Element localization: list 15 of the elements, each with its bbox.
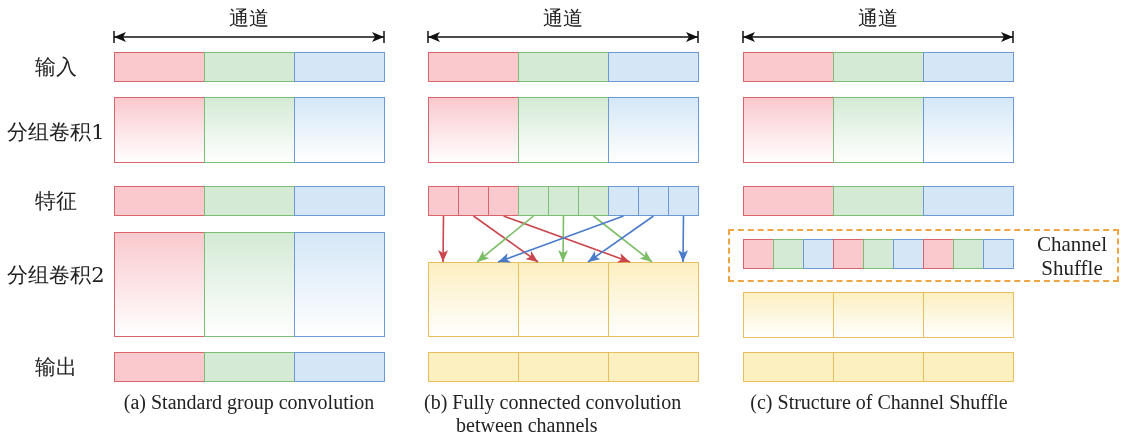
row-label: 特征 [34, 188, 78, 214]
arrow [558, 215, 569, 263]
dimension-label: 通道 [228, 6, 270, 30]
dimension-label: 通道 [857, 6, 899, 30]
arrow [678, 215, 689, 263]
dimension-label: 通道 [542, 6, 584, 30]
caption: (a) Standard group convolution [122, 391, 376, 414]
caption: (b) Fully connected convolution between channels [424, 391, 683, 432]
row-label: 分组卷积1 [6, 119, 106, 145]
row-label: 分组卷积2 [6, 262, 106, 288]
caption: (c) Structure of Channel Shuffle [749, 391, 1009, 414]
group-label: Channel Shuffle [1036, 232, 1108, 280]
arrow [438, 215, 449, 263]
row-label: 输入 [34, 54, 78, 80]
row-label: 输出 [34, 354, 78, 380]
